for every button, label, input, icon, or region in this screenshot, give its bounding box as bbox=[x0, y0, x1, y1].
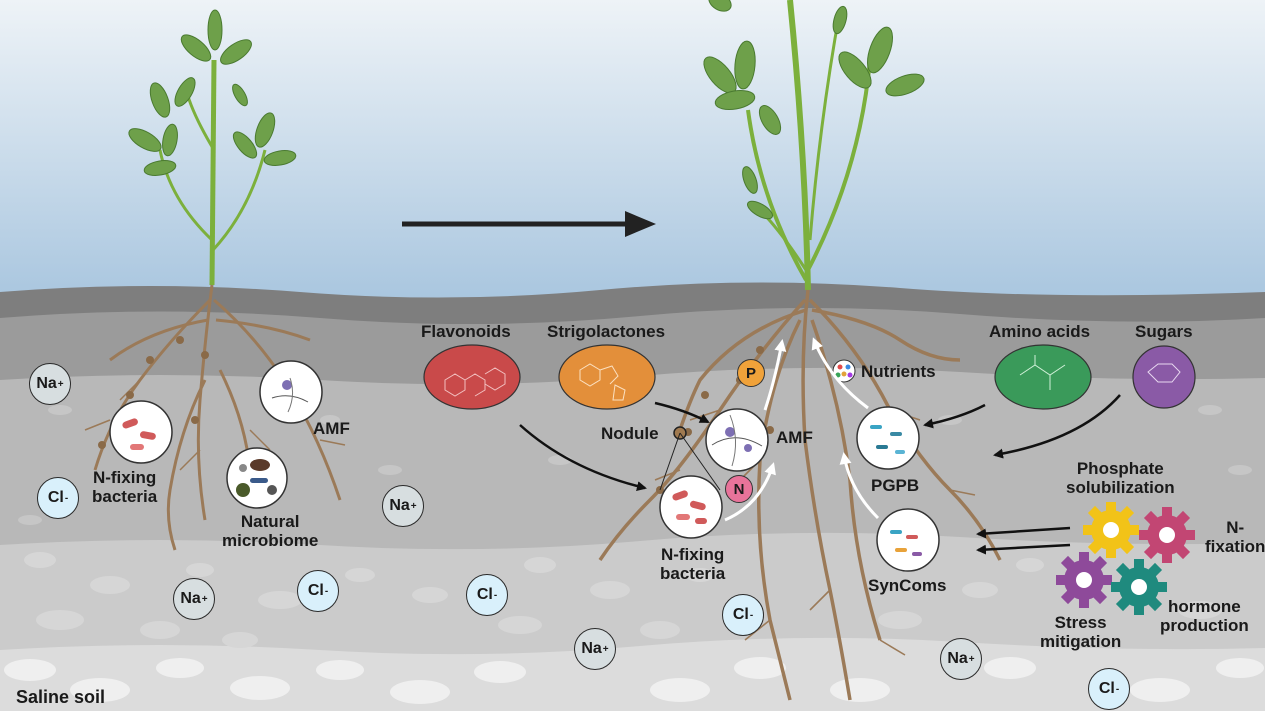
label-amf-right: AMF bbox=[776, 428, 813, 447]
label-nfix-right-text: N-fixing bacteria bbox=[660, 545, 726, 583]
label-nfixation-text: N- fixation bbox=[1205, 518, 1265, 556]
label-syncoms: SynComs bbox=[868, 576, 947, 595]
right-amf-bubble bbox=[705, 408, 769, 472]
left-amf-bubble bbox=[259, 360, 323, 424]
ion-symbol: Na bbox=[581, 640, 602, 657]
ion-charge: + bbox=[968, 653, 975, 665]
left-nfix-bubble bbox=[109, 400, 173, 464]
sugars-blob bbox=[1132, 345, 1196, 409]
natural-microbiome-bubble bbox=[226, 447, 288, 509]
ion-symbol: Na bbox=[389, 497, 410, 514]
nodule-callout-line-1 bbox=[659, 432, 681, 491]
ion-chloride: Cl- bbox=[722, 594, 764, 636]
label-amf-left: AMF bbox=[313, 419, 350, 438]
ion-symbol: Na bbox=[180, 590, 201, 607]
ion-symbol: Cl bbox=[47, 489, 64, 506]
label-nfixation: N- fixation bbox=[1205, 518, 1265, 556]
gear-yellow bbox=[1083, 502, 1139, 558]
nitrogen-badge: N bbox=[725, 475, 753, 503]
label-natural-microbiome: Natural microbiome bbox=[222, 512, 318, 550]
label-stress: Stress mitigation bbox=[1040, 613, 1121, 651]
ion-symbol: Cl bbox=[732, 606, 749, 623]
label-phosphate-text: Phosphate solubilization bbox=[1066, 459, 1175, 497]
ion-chloride: Cl- bbox=[37, 477, 79, 519]
ion-sodium: Na+ bbox=[29, 363, 71, 405]
progression-arrow-head bbox=[625, 211, 656, 237]
nutrients-icon bbox=[832, 359, 856, 383]
label-nfix-right: N-fixing bacteria bbox=[660, 545, 725, 583]
ion-chloride: Cl- bbox=[466, 574, 508, 616]
ion-sodium: Na+ bbox=[173, 578, 215, 620]
left-root-nodules bbox=[98, 336, 209, 449]
right-plant bbox=[703, 0, 925, 291]
flavonoids-blob bbox=[423, 344, 521, 410]
ion-charge: - bbox=[493, 589, 498, 601]
ion-charge: + bbox=[602, 643, 609, 655]
label-hormone-text: hormone production bbox=[1160, 597, 1249, 635]
ion-chloride: Cl- bbox=[1088, 668, 1130, 710]
ion-charge: - bbox=[324, 585, 329, 597]
label-nodule: Nodule bbox=[601, 424, 659, 443]
phosphorus-badge: P bbox=[737, 359, 765, 387]
ion-charge: + bbox=[410, 500, 417, 512]
gear-teal bbox=[1111, 559, 1167, 615]
gear-pink bbox=[1139, 507, 1195, 563]
label-natural-microbiome-text: Natural microbiome bbox=[222, 512, 319, 550]
label-amino-acids: Amino acids bbox=[989, 322, 1091, 341]
label-nutrients: Nutrients bbox=[861, 362, 936, 381]
left-plant bbox=[128, 9, 297, 286]
ion-charge: - bbox=[1115, 683, 1120, 695]
label-flavonoids: Flavonoids bbox=[421, 322, 511, 341]
label-pgpb: PGPB bbox=[871, 476, 920, 495]
ion-charge: - bbox=[64, 492, 69, 504]
label-saline-soil: Saline soil bbox=[16, 687, 106, 707]
ion-symbol: Na bbox=[36, 375, 57, 392]
nodule-callout-line-2 bbox=[679, 432, 721, 491]
label-nfix-left: N-fixing bacteria bbox=[92, 468, 157, 506]
strigolactones-blob bbox=[558, 344, 656, 410]
ion-sodium: Na+ bbox=[940, 638, 982, 680]
amino-acids-blob bbox=[994, 344, 1092, 410]
label-strigolactones: Strigolactones bbox=[547, 322, 666, 341]
ion-sodium: Na+ bbox=[382, 485, 424, 527]
label-stress-text: Stress mitigation bbox=[1040, 613, 1122, 651]
pgpb-bubble bbox=[856, 406, 920, 470]
pebbles-bottom bbox=[4, 657, 1264, 704]
gear-purple bbox=[1056, 552, 1112, 608]
label-phosphate: Phosphate solubilization bbox=[1066, 459, 1175, 497]
ion-charge: + bbox=[57, 378, 64, 390]
pebbles-mid bbox=[18, 405, 1252, 525]
pebbles bbox=[24, 552, 1222, 648]
label-hormone: hormone production bbox=[1160, 597, 1249, 635]
black-arrows bbox=[519, 394, 1121, 555]
ion-symbol: Cl bbox=[307, 582, 324, 599]
label-sugars: Sugars bbox=[1135, 322, 1193, 341]
right-nfix-bubble bbox=[659, 475, 723, 539]
ion-symbol: Cl bbox=[1098, 680, 1115, 697]
label-nfix-left-text: N-fixing bacteria bbox=[92, 468, 158, 506]
ion-charge: - bbox=[749, 609, 754, 621]
white-arrows bbox=[724, 337, 880, 522]
syncoms-bubble bbox=[876, 508, 940, 572]
ion-symbol: Cl bbox=[476, 586, 493, 603]
ion-symbol: Na bbox=[947, 650, 968, 667]
ion-charge: + bbox=[201, 593, 208, 605]
ion-chloride: Cl- bbox=[297, 570, 339, 612]
ion-sodium: Na+ bbox=[574, 628, 616, 670]
